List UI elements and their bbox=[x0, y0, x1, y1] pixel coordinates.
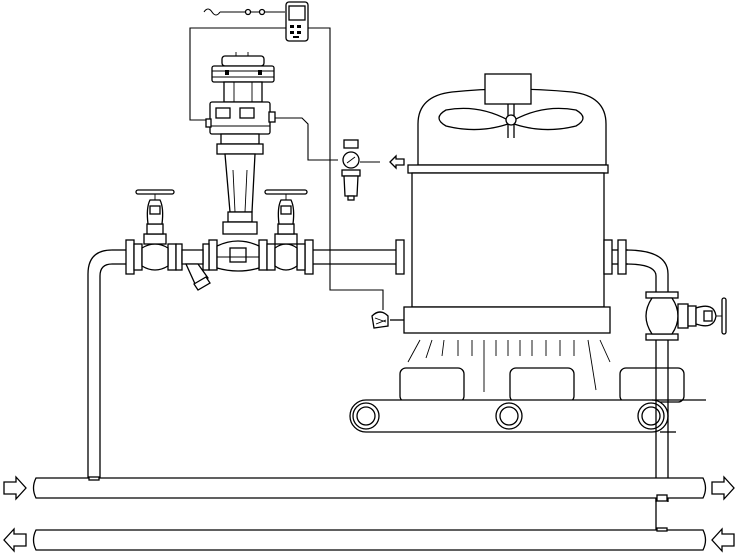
outlet-valve bbox=[645, 291, 727, 341]
return-header bbox=[32, 527, 707, 551]
gate-valve-left bbox=[133, 189, 177, 271]
supply-header bbox=[32, 476, 707, 502]
conveyor bbox=[349, 367, 706, 433]
air-line bbox=[268, 117, 380, 163]
control-signal-line bbox=[189, 27, 384, 310]
gate-valve-right bbox=[264, 189, 308, 271]
pneumatic-actuator bbox=[205, 52, 276, 235]
return-inlet-arrow bbox=[711, 527, 735, 553]
supply-inlet-arrow bbox=[3, 475, 27, 501]
control-valve bbox=[208, 239, 268, 272]
inlet-pipe bbox=[87, 239, 405, 480]
controller bbox=[285, 1, 309, 42]
supply-outlet-arrow bbox=[711, 475, 735, 501]
air-filter-regulator bbox=[341, 139, 361, 201]
return-outlet-arrow bbox=[3, 527, 27, 553]
temperature-sensor bbox=[371, 311, 404, 329]
agitator bbox=[438, 104, 584, 138]
air-supply-arrow bbox=[389, 154, 405, 170]
y-strainer bbox=[175, 243, 211, 291]
vessel-spray bbox=[407, 339, 611, 392]
power-supply bbox=[203, 8, 285, 16]
